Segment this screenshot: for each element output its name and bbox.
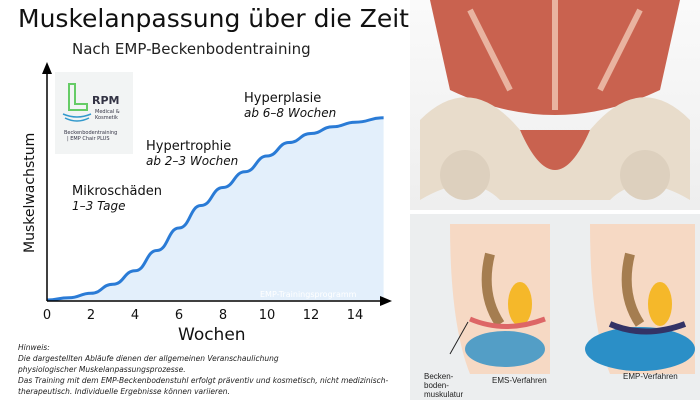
stage-duration: 1–3 Tage (72, 199, 126, 213)
watermark: EMP-Trainingsprogramm (260, 290, 357, 299)
stage-label: Hyperplasie (244, 91, 322, 106)
note-line: Das Training mit dem EMP-Beckenbodenstuh… (18, 376, 389, 385)
page-title: Muskelanpassung über die Zeit (18, 4, 409, 33)
curve-area (47, 117, 384, 300)
logo-text: Beckenbodentraining (64, 130, 118, 136)
stage-label: Mikroschäden (72, 184, 162, 199)
y-axis-arrow (42, 62, 52, 74)
rpm-logo: RPM Medical & Kosmetik Beckenbodentraini… (55, 72, 133, 154)
curve-line (46, 116, 384, 302)
stage-duration: ab 6–8 Wochen (244, 106, 337, 120)
label-pelvic-floor: Becken- boden- muskulatur (424, 372, 464, 399)
pelvic-floor-diagram: Becken- boden- muskulatur EMS-Verfahren … (410, 214, 700, 400)
page-subtitle: Nach EMP-Beckenbodentraining (72, 40, 311, 58)
x-tick-label: 4 (130, 308, 140, 323)
x-tick-label: 8 (218, 308, 228, 323)
x-tick-label: 2 (86, 308, 96, 323)
x-axis-label: Wochen (178, 325, 246, 345)
chart: EMP-Trainingsprogramm (42, 62, 392, 306)
logo-text: | EMP Chair PLUS (67, 136, 110, 142)
logo-brand: RPM (92, 94, 120, 107)
disclaimer-note: Hinweis: Die dargestellten Abläufe diene… (18, 342, 398, 397)
x-tick-label: 14 (346, 308, 364, 323)
pelvis-anatomy-image (410, 0, 700, 210)
x-axis-arrow (380, 296, 392, 306)
label-ems: EMS-Verfahren (492, 376, 547, 385)
x-tick-label: 6 (174, 308, 184, 323)
logo-text: Medical & (95, 109, 120, 115)
x-tick-label: 12 (302, 308, 320, 323)
x-tick-label: 10 (258, 308, 276, 323)
y-axis-label: Muskelwachstum (22, 132, 38, 253)
logo-text: Kosmetik (95, 115, 118, 121)
chair-icon (62, 83, 92, 122)
note-line: physiologischer Muskelanpassungsprozesse… (18, 365, 186, 374)
note-heading: Hinweis: (18, 343, 50, 352)
x-tick-label: 0 (42, 308, 52, 323)
note-line: therapeutisch. Individuelle Ergebnisse k… (18, 387, 230, 396)
label-emp: EMP-Verfahren (623, 372, 678, 381)
note-line: Die dargestellten Abläufe dienen der all… (18, 354, 279, 363)
stage-label: Hypertrophie (146, 139, 232, 154)
stage-duration: ab 2–3 Wochen (146, 154, 239, 168)
